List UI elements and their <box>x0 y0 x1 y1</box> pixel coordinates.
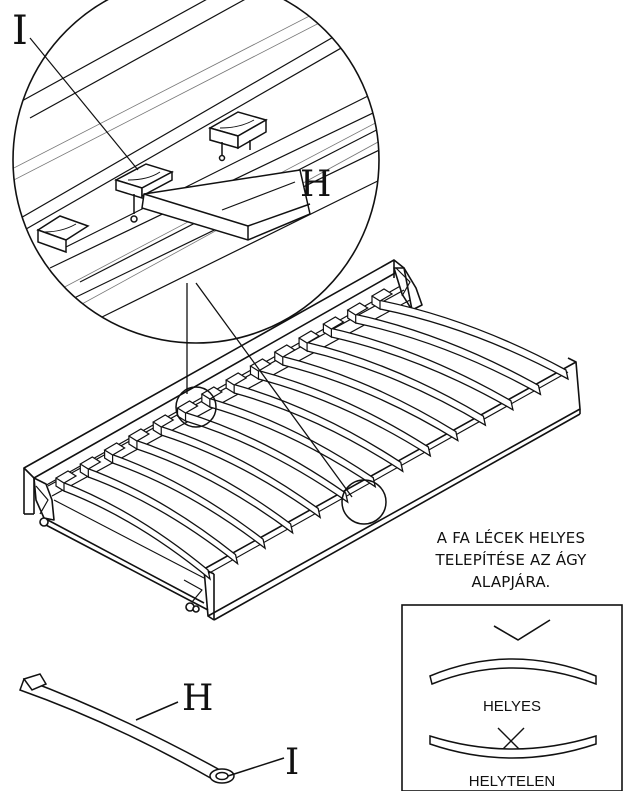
bed-slat <box>158 425 322 519</box>
bed-slat <box>85 466 239 566</box>
legend-label-correct: HELYES <box>483 698 541 715</box>
instruction-line: ALAPJÁRA. <box>471 573 551 591</box>
slat-bracket <box>297 330 321 353</box>
slat-bracket <box>224 372 248 395</box>
slat-incorrect <box>429 734 597 759</box>
slat-bracket <box>152 414 175 437</box>
slat-bracket <box>79 456 102 479</box>
part-label-i-top: I <box>12 8 28 54</box>
bracket-front <box>114 163 174 223</box>
slat-detail <box>141 169 311 241</box>
bed-slat <box>328 327 514 412</box>
slat-bracket <box>127 428 151 451</box>
caster-wheel <box>39 517 49 527</box>
bed-slat <box>231 383 404 473</box>
zoom-marker-small <box>175 386 217 428</box>
part-label-h-top: H <box>300 164 331 205</box>
slat-bracket <box>103 442 126 465</box>
bed-slat <box>279 355 459 442</box>
legend-label-incorrect: HELYTELEN <box>469 773 555 790</box>
slat-group <box>54 288 569 581</box>
bracket-back <box>208 111 268 162</box>
bed-slat <box>377 299 569 381</box>
bed-slat <box>255 369 432 458</box>
bed-slat <box>109 453 267 550</box>
single-slat <box>19 673 285 784</box>
bed-slat <box>182 411 349 504</box>
magnifier-outline <box>12 0 380 344</box>
bed-slat <box>206 397 377 489</box>
instruction-line: A FA LÉCEK HELYES <box>436 529 586 547</box>
slat-bracket <box>370 288 394 311</box>
foot-panel <box>33 477 55 521</box>
slat-bracket <box>273 344 296 367</box>
bed-slat <box>134 439 294 535</box>
slat-bracket <box>54 470 78 493</box>
caster-wheel <box>192 605 200 613</box>
check-icon <box>493 619 551 641</box>
part-label-h-bottom: H <box>182 678 213 719</box>
bed-slat <box>304 341 487 427</box>
part-label-i-bottom: I <box>285 742 299 783</box>
slat-bracket <box>200 386 224 409</box>
bed-slat <box>352 313 542 396</box>
slat-bracket <box>346 302 369 325</box>
slat-bracket <box>176 400 199 423</box>
detail-magnifier <box>12 0 387 525</box>
instruction-line: TELEPÍTÉSE AZ ÁGY <box>435 551 587 569</box>
slat-bracket <box>322 316 345 339</box>
bracket-lower <box>36 215 90 254</box>
orientation-legend: HELYES HELYTELEN <box>401 604 623 792</box>
bed-slat <box>61 480 212 581</box>
instruction-text: A FA LÉCEK HELYES TELEPÍTÉSE AZ ÁGY ALAP… <box>398 527 624 593</box>
slat-correct <box>429 658 597 686</box>
zoom-marker-small <box>341 479 387 525</box>
back-rail <box>23 259 405 479</box>
